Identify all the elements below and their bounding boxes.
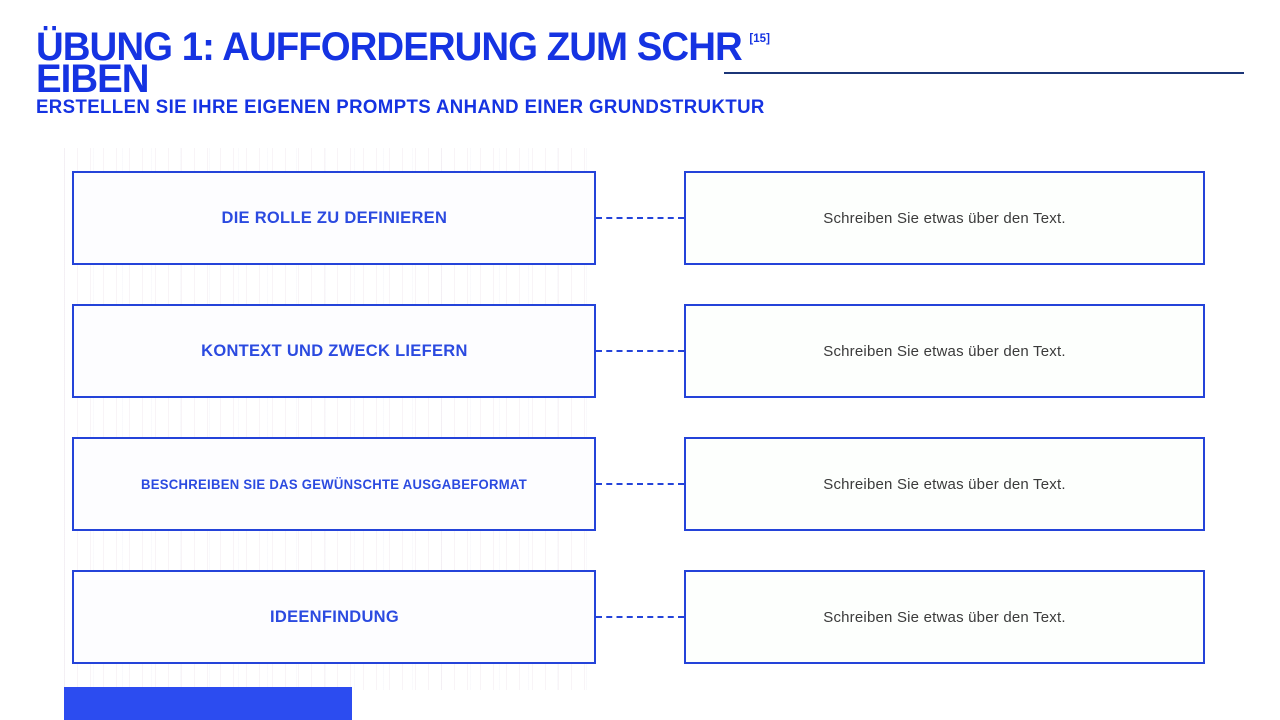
prompt-row-context: KONTEXT UND ZWECK LIEFERN Schreiben Sie … <box>72 304 1205 398</box>
header-divider-line <box>724 72 1244 74</box>
prompt-label-box-format[interactable]: BESCHREIBEN SIE DAS GEWÜNSCHTE AUSGABEFO… <box>72 437 596 531</box>
dashed-connector <box>596 483 684 485</box>
slide-header: ÜBUNG 1: AUFFORDERUNG ZUM SCHR[15] EIBEN… <box>36 22 1246 118</box>
prompt-label: IDEENFINDUNG <box>269 607 399 626</box>
prompt-label-box-role[interactable]: DIE ROLLE ZU DEFINIEREN <box>72 171 596 265</box>
dashed-connector <box>596 217 684 219</box>
page-subtitle: ERSTELLEN SIE IHRE EIGENEN PROMPTS ANHAN… <box>36 97 765 118</box>
footer-accent-bar <box>64 687 352 720</box>
page-title-line2: EIBEN <box>36 57 150 101</box>
citation-marker: [15] <box>749 31 770 45</box>
placeholder-text: Schreiben Sie etwas über den Text. <box>823 209 1066 227</box>
prompt-row-ideation: IDEENFINDUNG Schreiben Sie etwas über de… <box>72 570 1205 664</box>
placeholder-text: Schreiben Sie etwas über den Text. <box>823 608 1066 626</box>
prompt-label-box-ideation[interactable]: IDEENFINDUNG <box>72 570 596 664</box>
prompt-row-role: DIE ROLLE ZU DEFINIEREN Schreiben Sie et… <box>72 171 1205 265</box>
prompt-label: BESCHREIBEN SIE DAS GEWÜNSCHTE AUSGABEFO… <box>140 476 528 492</box>
page-title-line1: ÜBUNG 1: AUFFORDERUNG ZUM SCHR[15] <box>36 25 770 69</box>
prompt-label: DIE ROLLE ZU DEFINIEREN <box>221 208 447 227</box>
dashed-connector <box>596 350 684 352</box>
placeholder-text-box-context[interactable]: Schreiben Sie etwas über den Text. <box>684 304 1205 398</box>
placeholder-text: Schreiben Sie etwas über den Text. <box>823 475 1066 493</box>
prompt-row-format: BESCHREIBEN SIE DAS GEWÜNSCHTE AUSGABEFO… <box>72 437 1205 531</box>
prompt-label-box-context[interactable]: KONTEXT UND ZWECK LIEFERN <box>72 304 596 398</box>
prompt-label: KONTEXT UND ZWECK LIEFERN <box>200 341 468 360</box>
placeholder-text-box-ideation[interactable]: Schreiben Sie etwas über den Text. <box>684 570 1205 664</box>
placeholder-text-box-format[interactable]: Schreiben Sie etwas über den Text. <box>684 437 1205 531</box>
dashed-connector <box>596 616 684 618</box>
placeholder-text-box-role[interactable]: Schreiben Sie etwas über den Text. <box>684 171 1205 265</box>
page-title: ÜBUNG 1: AUFFORDERUNG ZUM SCHR[15] EIBEN <box>36 22 1246 101</box>
placeholder-text: Schreiben Sie etwas über den Text. <box>823 342 1066 360</box>
